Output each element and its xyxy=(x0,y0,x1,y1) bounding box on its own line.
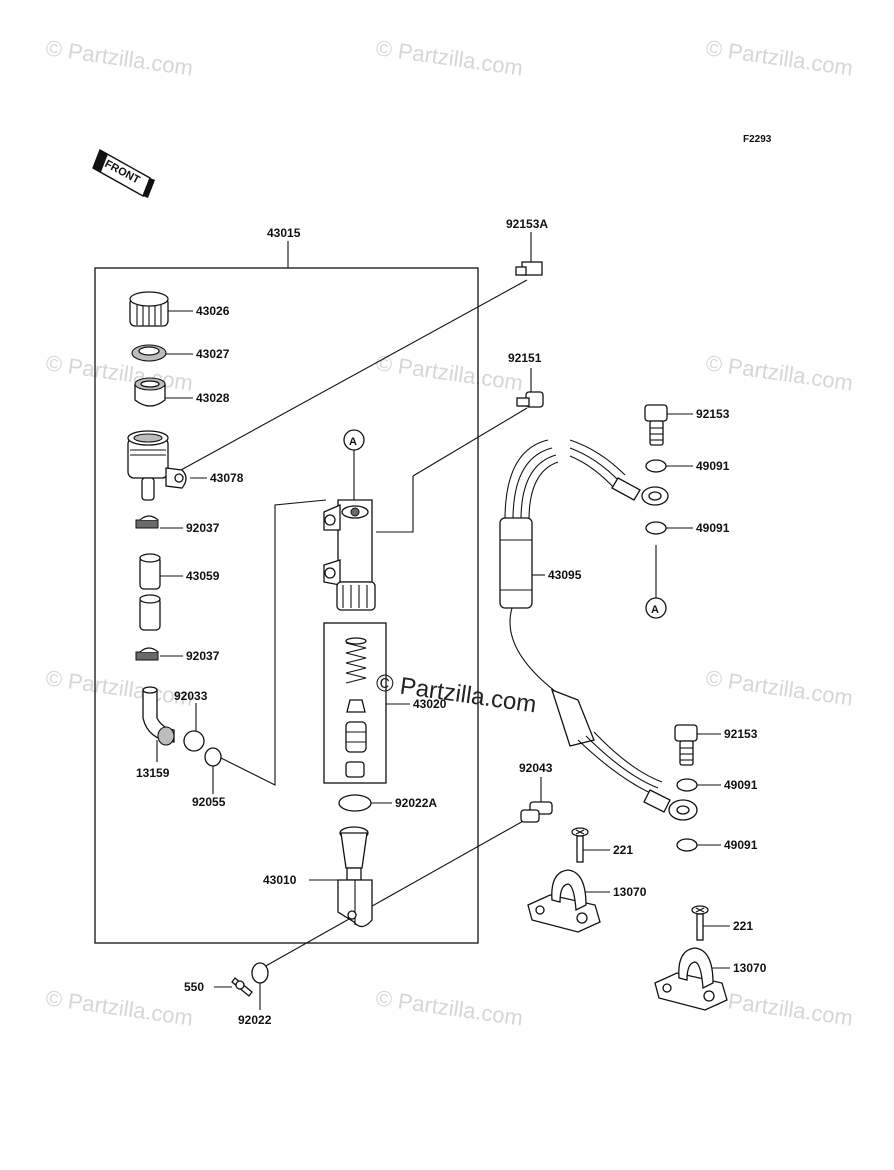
ref-marker-a-top: A xyxy=(343,429,365,500)
oring-92055: 92055 xyxy=(192,747,226,809)
watermark: © Partzilla.com xyxy=(374,35,524,80)
watermark: © Partzilla.com xyxy=(44,350,194,395)
label-43010: 43010 xyxy=(263,873,297,887)
label-92151: 92151 xyxy=(508,351,542,365)
washer-49091-c: 49091 xyxy=(676,778,758,792)
label-92153-bottom: 92153 xyxy=(724,727,758,741)
label-92037-a: 92037 xyxy=(186,521,220,535)
bolt-92151: 92151 xyxy=(508,351,544,408)
label-43027: 43027 xyxy=(196,347,230,361)
label-92153A: 92153A xyxy=(506,217,548,231)
watermark: © Partzilla.com xyxy=(704,665,854,710)
hose-clamp-13070-b: 13070 xyxy=(654,947,767,1011)
label-221-a: 221 xyxy=(613,843,633,857)
cotter-pin-550: 550 xyxy=(184,977,253,997)
label-92022A: 92022A xyxy=(395,796,437,810)
bolt-92153A: 92153A xyxy=(506,217,548,276)
watermark: © Partzilla.com xyxy=(704,35,854,80)
label-92033: 92033 xyxy=(174,689,208,703)
banjo-bolt-92153-top: 92153 xyxy=(644,404,730,446)
circlip-92022A: 92022A xyxy=(338,794,437,812)
ref-marker-label: A xyxy=(349,436,357,448)
reservoir-43078: 43078 xyxy=(127,430,244,501)
label-43078: 43078 xyxy=(210,471,244,485)
center-watermark: © Partzilla.com xyxy=(374,669,538,718)
label-550: 550 xyxy=(184,980,204,994)
front-arrow-icon: FRONT xyxy=(92,148,155,198)
watermark: © Partzilla.com xyxy=(374,350,524,395)
label-43028: 43028 xyxy=(196,391,230,405)
watermark: © Partzilla.com xyxy=(704,350,854,395)
clip-92033: 92033 xyxy=(174,689,208,752)
push-rod-43010: 43010 xyxy=(263,826,373,928)
watermark: © Partzilla.com xyxy=(704,985,854,1030)
label-43020: 43020 xyxy=(413,697,447,711)
label-43026: 43026 xyxy=(196,304,230,318)
label-49091-a: 49091 xyxy=(696,459,730,473)
label-92153-top: 92153 xyxy=(696,407,730,421)
label-13159: 13159 xyxy=(136,766,170,780)
washer-92022: 92022 xyxy=(238,962,272,1027)
elbow-13159: 13159 xyxy=(136,686,175,780)
washer-49091-b: 49091 xyxy=(645,521,730,535)
diaphragm-43028: 43028 xyxy=(134,377,230,407)
screw-221-a: 221 xyxy=(571,827,633,863)
banjo-bolt-92153-bottom: 92153 xyxy=(674,724,758,766)
brake-hose-43095: 43095 xyxy=(499,439,698,821)
label-13070-b: 13070 xyxy=(733,961,767,975)
label-221-b: 221 xyxy=(733,919,753,933)
figure-code: F2293 xyxy=(743,134,772,145)
plate-43027: 43027 xyxy=(131,344,230,362)
pin-92043: 92043 xyxy=(519,761,553,823)
assembly-box xyxy=(94,267,479,944)
label-43059: 43059 xyxy=(186,569,220,583)
hose-clamp-13070-a: 13070 xyxy=(527,869,647,933)
watermark: © Partzilla.com xyxy=(374,985,524,1030)
clamp-92037-upper: 92037 xyxy=(135,515,220,535)
label-49091-c: 49091 xyxy=(724,778,758,792)
watermark: © Partzilla.com xyxy=(44,35,194,80)
label-13070-a: 13070 xyxy=(613,885,647,899)
washer-49091-a: 49091 xyxy=(645,459,730,473)
ref-marker-a-right: A xyxy=(645,545,667,619)
clamp-92037-lower: 92037 xyxy=(135,647,220,663)
label-49091-d: 49091 xyxy=(724,838,758,852)
reservoir-cap-43026: 43026 xyxy=(129,291,230,327)
label-92022: 92022 xyxy=(238,1013,272,1027)
washer-49091-d: 49091 xyxy=(676,838,758,852)
watermark-group: © Partzilla.com © Partzilla.com © Partzi… xyxy=(44,35,854,1030)
piston-kit-43020: 43020 xyxy=(323,622,447,784)
label-43015: 43015 xyxy=(267,226,301,240)
label-92037-b: 92037 xyxy=(186,649,220,663)
watermark: © Partzilla.com xyxy=(44,665,194,710)
label-92055: 92055 xyxy=(192,795,226,809)
master-cylinder-body xyxy=(323,499,376,611)
hose-43059: 43059 xyxy=(139,553,220,631)
label-49091-b: 49091 xyxy=(696,521,730,535)
label-43095: 43095 xyxy=(548,568,582,582)
label-92043: 92043 xyxy=(519,761,553,775)
watermark: © Partzilla.com xyxy=(44,985,194,1030)
ref-marker-label: A xyxy=(651,604,659,616)
screw-221-b: 221 xyxy=(691,905,753,941)
